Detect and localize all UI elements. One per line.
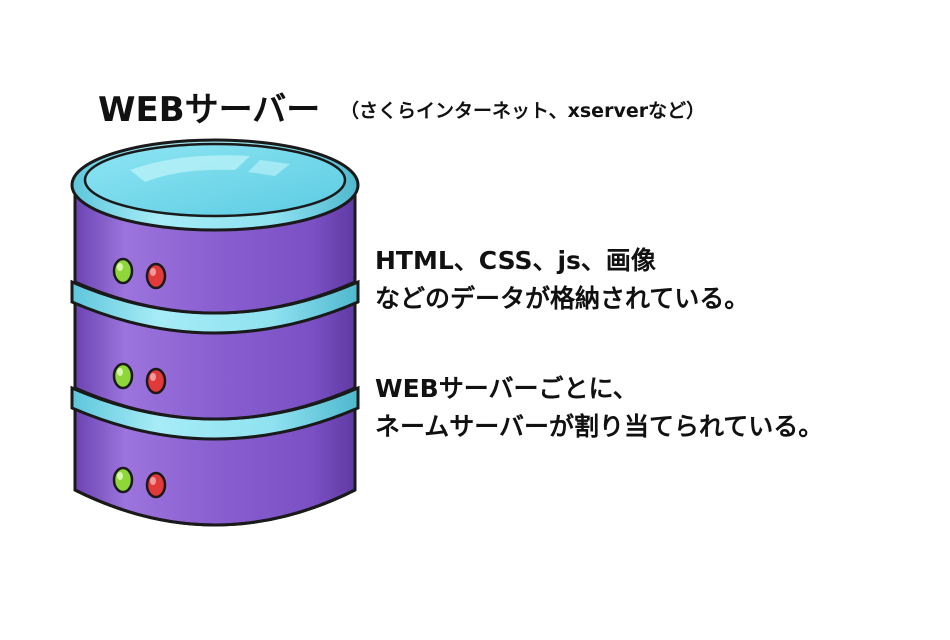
diagram-title: WEBサーバー [98, 90, 321, 130]
description-storage-line2: などのデータが格納されている。 [375, 284, 750, 313]
description-nameserver: WEBサーバーごとに、 ネームサーバーが割り当てられている。 [375, 370, 823, 446]
server-top-lid [70, 138, 360, 232]
led-group-top [112, 257, 167, 290]
server-segment-middle [73, 298, 357, 421]
database-server-icon [70, 138, 360, 527]
description-storage-line1: HTML、CSS、js、画像 [375, 246, 656, 275]
description-storage: HTML、CSS、js、画像 などのデータが格納されている。 [375, 242, 749, 318]
description-nameserver-line2: ネームサーバーが割り当てられている。 [375, 412, 824, 441]
diagram-subtitle: （さくらインターネット、xserverなど） [340, 100, 706, 122]
led-group-middle [112, 362, 167, 395]
led-group-bottom [112, 466, 167, 499]
server-segment-bottom [73, 403, 357, 527]
description-nameserver-line1: WEBサーバーごとに、 [375, 374, 638, 403]
